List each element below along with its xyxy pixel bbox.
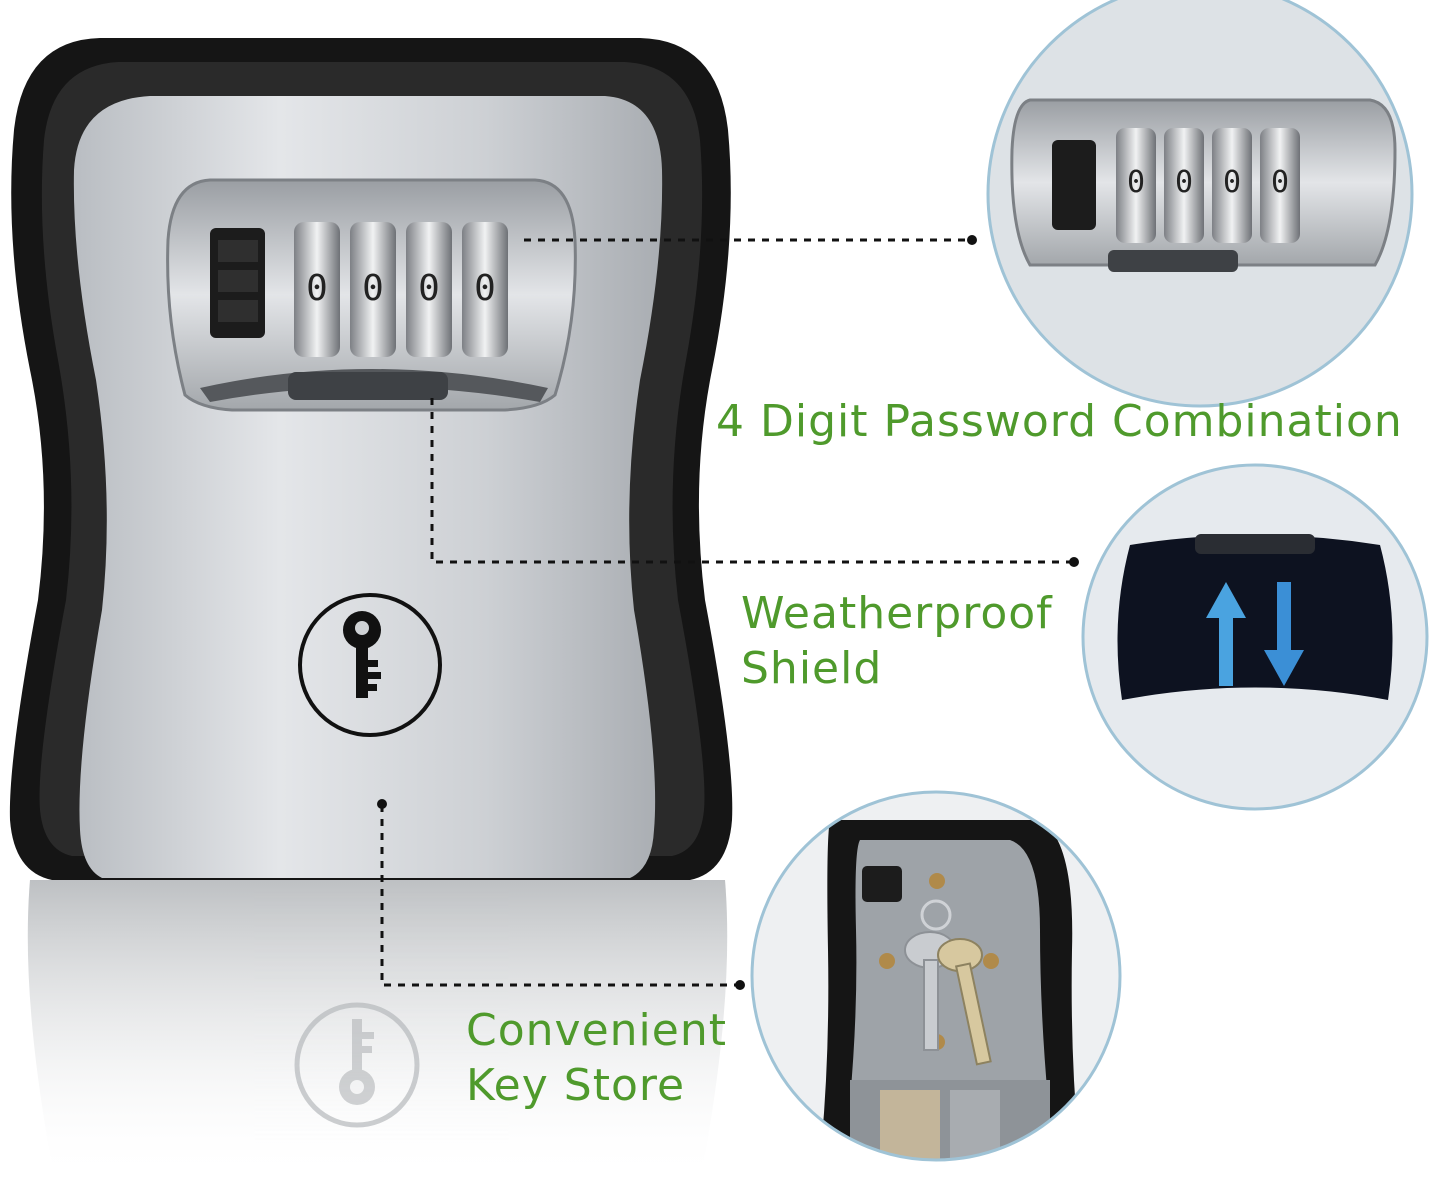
key-store-label-line2: Key Store <box>466 1060 686 1111</box>
svg-text:0: 0 <box>1223 165 1241 200</box>
lockbox-reflection <box>27 880 728 1181</box>
callout-lines <box>380 238 1072 987</box>
shield-closeup <box>1081 463 1429 811</box>
dial-wheel-1[interactable]: 0 <box>294 222 340 357</box>
shield-label-line2: Shield <box>741 643 883 694</box>
key-store-label: Convenient Key Store <box>466 1003 727 1113</box>
key-store-closeup <box>750 790 1122 1162</box>
release-button[interactable] <box>288 372 448 400</box>
svg-text:0: 0 <box>1127 165 1145 200</box>
svg-text:0: 0 <box>1175 165 1193 200</box>
arrow-up-icon <box>1206 582 1246 686</box>
dial-wheel-2[interactable]: 0 <box>350 222 396 357</box>
arrow-down-icon <box>1264 582 1304 686</box>
shield-label: Weatherproof Shield <box>741 586 1053 696</box>
svg-text:0: 0 <box>474 268 496 309</box>
key-emblem <box>298 593 442 737</box>
key-icon <box>343 611 381 698</box>
dial-wheel-3[interactable]: 0 <box>406 222 452 357</box>
svg-text:0: 0 <box>362 268 384 309</box>
key-store-label-line1: Convenient <box>466 1005 727 1056</box>
shield-label-line1: Weatherproof <box>741 588 1053 639</box>
combination-closeup: 0 0 0 0 <box>986 0 1414 408</box>
svg-text:0: 0 <box>418 268 440 309</box>
combination-dial-panel: 0 0 0 0 <box>166 178 577 412</box>
svg-text:0: 0 <box>306 268 328 309</box>
key-icon <box>339 1019 375 1105</box>
combination-label: 4 Digit Password Combination <box>716 394 1403 449</box>
callout-dots <box>377 235 1079 990</box>
dial-wheel-4[interactable]: 0 <box>462 222 508 357</box>
svg-text:0: 0 <box>1271 165 1289 200</box>
combination-label-text: 4 Digit Password Combination <box>716 396 1403 447</box>
